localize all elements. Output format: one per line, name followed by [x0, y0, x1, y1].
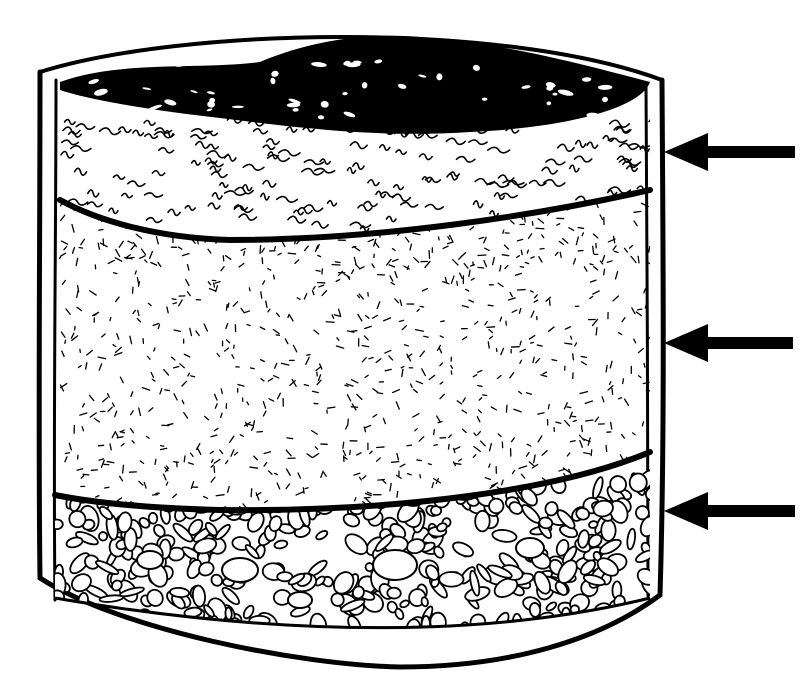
subsoil-layer [60, 116, 650, 233]
gravel-layer [55, 469, 650, 628]
container-bottom-edge [54, 596, 651, 630]
topsoil-layer [60, 35, 650, 134]
boundary-subsoil-sand [57, 187, 653, 244]
arrow-to-gravel [664, 492, 795, 530]
sand-layer [55, 199, 650, 511]
arrow-to-sand [664, 324, 793, 362]
arrow-to-subsoil [664, 133, 795, 171]
boundary-sand-gravel [52, 449, 653, 514]
